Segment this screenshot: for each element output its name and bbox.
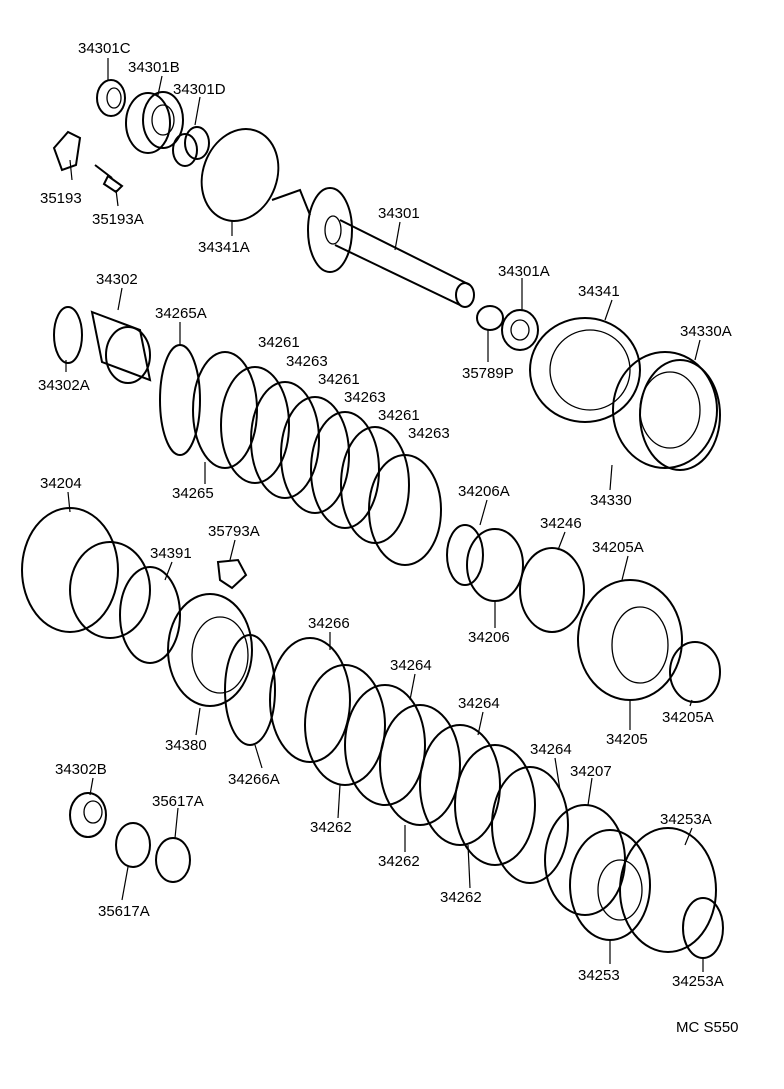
- part-34206: [466, 528, 524, 602]
- label-34301C: 34301C: [78, 40, 131, 57]
- label-34263-b: 34263: [344, 389, 386, 406]
- label-34380: 34380: [165, 737, 207, 754]
- part-35793A: [216, 558, 248, 590]
- label-34264-c: 34264: [530, 741, 572, 758]
- label-35193: 35193: [40, 190, 82, 207]
- label-34246: 34246: [540, 515, 582, 532]
- part-34206A: [446, 524, 484, 586]
- label-34261-c: 34261: [378, 407, 420, 424]
- label-35793A: 35793A: [208, 523, 260, 540]
- label-34263-c: 34263: [408, 425, 450, 442]
- label-35193A: 35193A: [92, 211, 144, 228]
- part-34302A: [53, 306, 83, 364]
- clutch-pack-lower: [269, 637, 569, 884]
- part-34301B: [125, 91, 184, 154]
- label-34391: 34391: [150, 545, 192, 562]
- label-34302A: 34302A: [38, 377, 90, 394]
- leader-lines: [65, 58, 704, 972]
- label-34302B: 34302B: [55, 761, 107, 778]
- part-34207: [544, 804, 626, 916]
- label-34330: 34330: [590, 492, 632, 509]
- label-35789P: 35789P: [462, 365, 514, 382]
- footer-code: MC S550: [676, 1019, 739, 1036]
- clutch-pack-upper: [192, 351, 442, 566]
- label-34205A-a: 34205A: [592, 539, 644, 556]
- part-34301C: [96, 79, 126, 117]
- label-34266A: 34266A: [228, 771, 280, 788]
- label-34264-a: 34264: [390, 657, 432, 674]
- label-34302: 34302: [96, 271, 138, 288]
- part-34380: [167, 593, 253, 707]
- part-35617A-right: [155, 837, 191, 883]
- label-34330A: 34330A: [680, 323, 732, 340]
- part-34205A-ring: [669, 641, 721, 703]
- label-34262-a: 34262: [310, 819, 352, 836]
- label-35617A-b: 35617A: [98, 903, 150, 920]
- label-34264-b: 34264: [458, 695, 500, 712]
- label-34261-b: 34261: [318, 371, 360, 388]
- label-34301: 34301: [378, 205, 420, 222]
- part-34302B: [69, 792, 107, 838]
- label-35617A-a: 35617A: [152, 793, 204, 810]
- label-34341: 34341: [578, 283, 620, 300]
- label-34301D: 34301D: [173, 81, 226, 98]
- label-34263-a: 34263: [286, 353, 328, 370]
- part-35789P: [476, 305, 504, 331]
- label-34301B: 34301B: [128, 59, 180, 76]
- label-34204: 34204: [40, 475, 82, 492]
- part-34391: [119, 566, 181, 664]
- label-34266: 34266: [308, 615, 350, 632]
- label-34253A-b: 34253A: [672, 973, 724, 990]
- label-34341A: 34341A: [198, 239, 250, 256]
- part-34341: [529, 317, 641, 423]
- label-34206: 34206: [468, 629, 510, 646]
- label-34207: 34207: [570, 763, 612, 780]
- part-35193: [52, 130, 82, 172]
- label-34261-a: 34261: [258, 334, 300, 351]
- part-35193A: [94, 164, 124, 194]
- part-34341A: [200, 128, 280, 222]
- part-34253A-large: [619, 827, 717, 953]
- part-34301D: [172, 126, 210, 167]
- part-34266A: [224, 634, 276, 746]
- label-34206A: 34206A: [458, 483, 510, 500]
- part-34301A: [501, 309, 539, 351]
- label-34265: 34265: [172, 485, 214, 502]
- part-labels: 34301C 34301B 34301D 35193 35193A 34341A…: [38, 40, 739, 1036]
- label-34265A: 34265A: [155, 305, 207, 322]
- label-34262-b: 34262: [378, 853, 420, 870]
- part-34253A-small: [682, 897, 724, 959]
- part-34253: [569, 829, 651, 941]
- part-34204: [21, 507, 151, 639]
- label-34262-c: 34262: [440, 889, 482, 906]
- part-34246: [519, 547, 585, 633]
- part-34205: [577, 579, 683, 701]
- label-34253: 34253: [578, 967, 620, 984]
- part-34301: [271, 187, 475, 308]
- part-35617A-left: [115, 822, 151, 868]
- label-34205A-b: 34205A: [662, 709, 714, 726]
- part-34302: [90, 310, 152, 384]
- label-34205: 34205: [606, 731, 648, 748]
- part-34330A: [639, 359, 721, 471]
- label-34301A: 34301A: [498, 263, 550, 280]
- label-34253A-a: 34253A: [660, 811, 712, 828]
